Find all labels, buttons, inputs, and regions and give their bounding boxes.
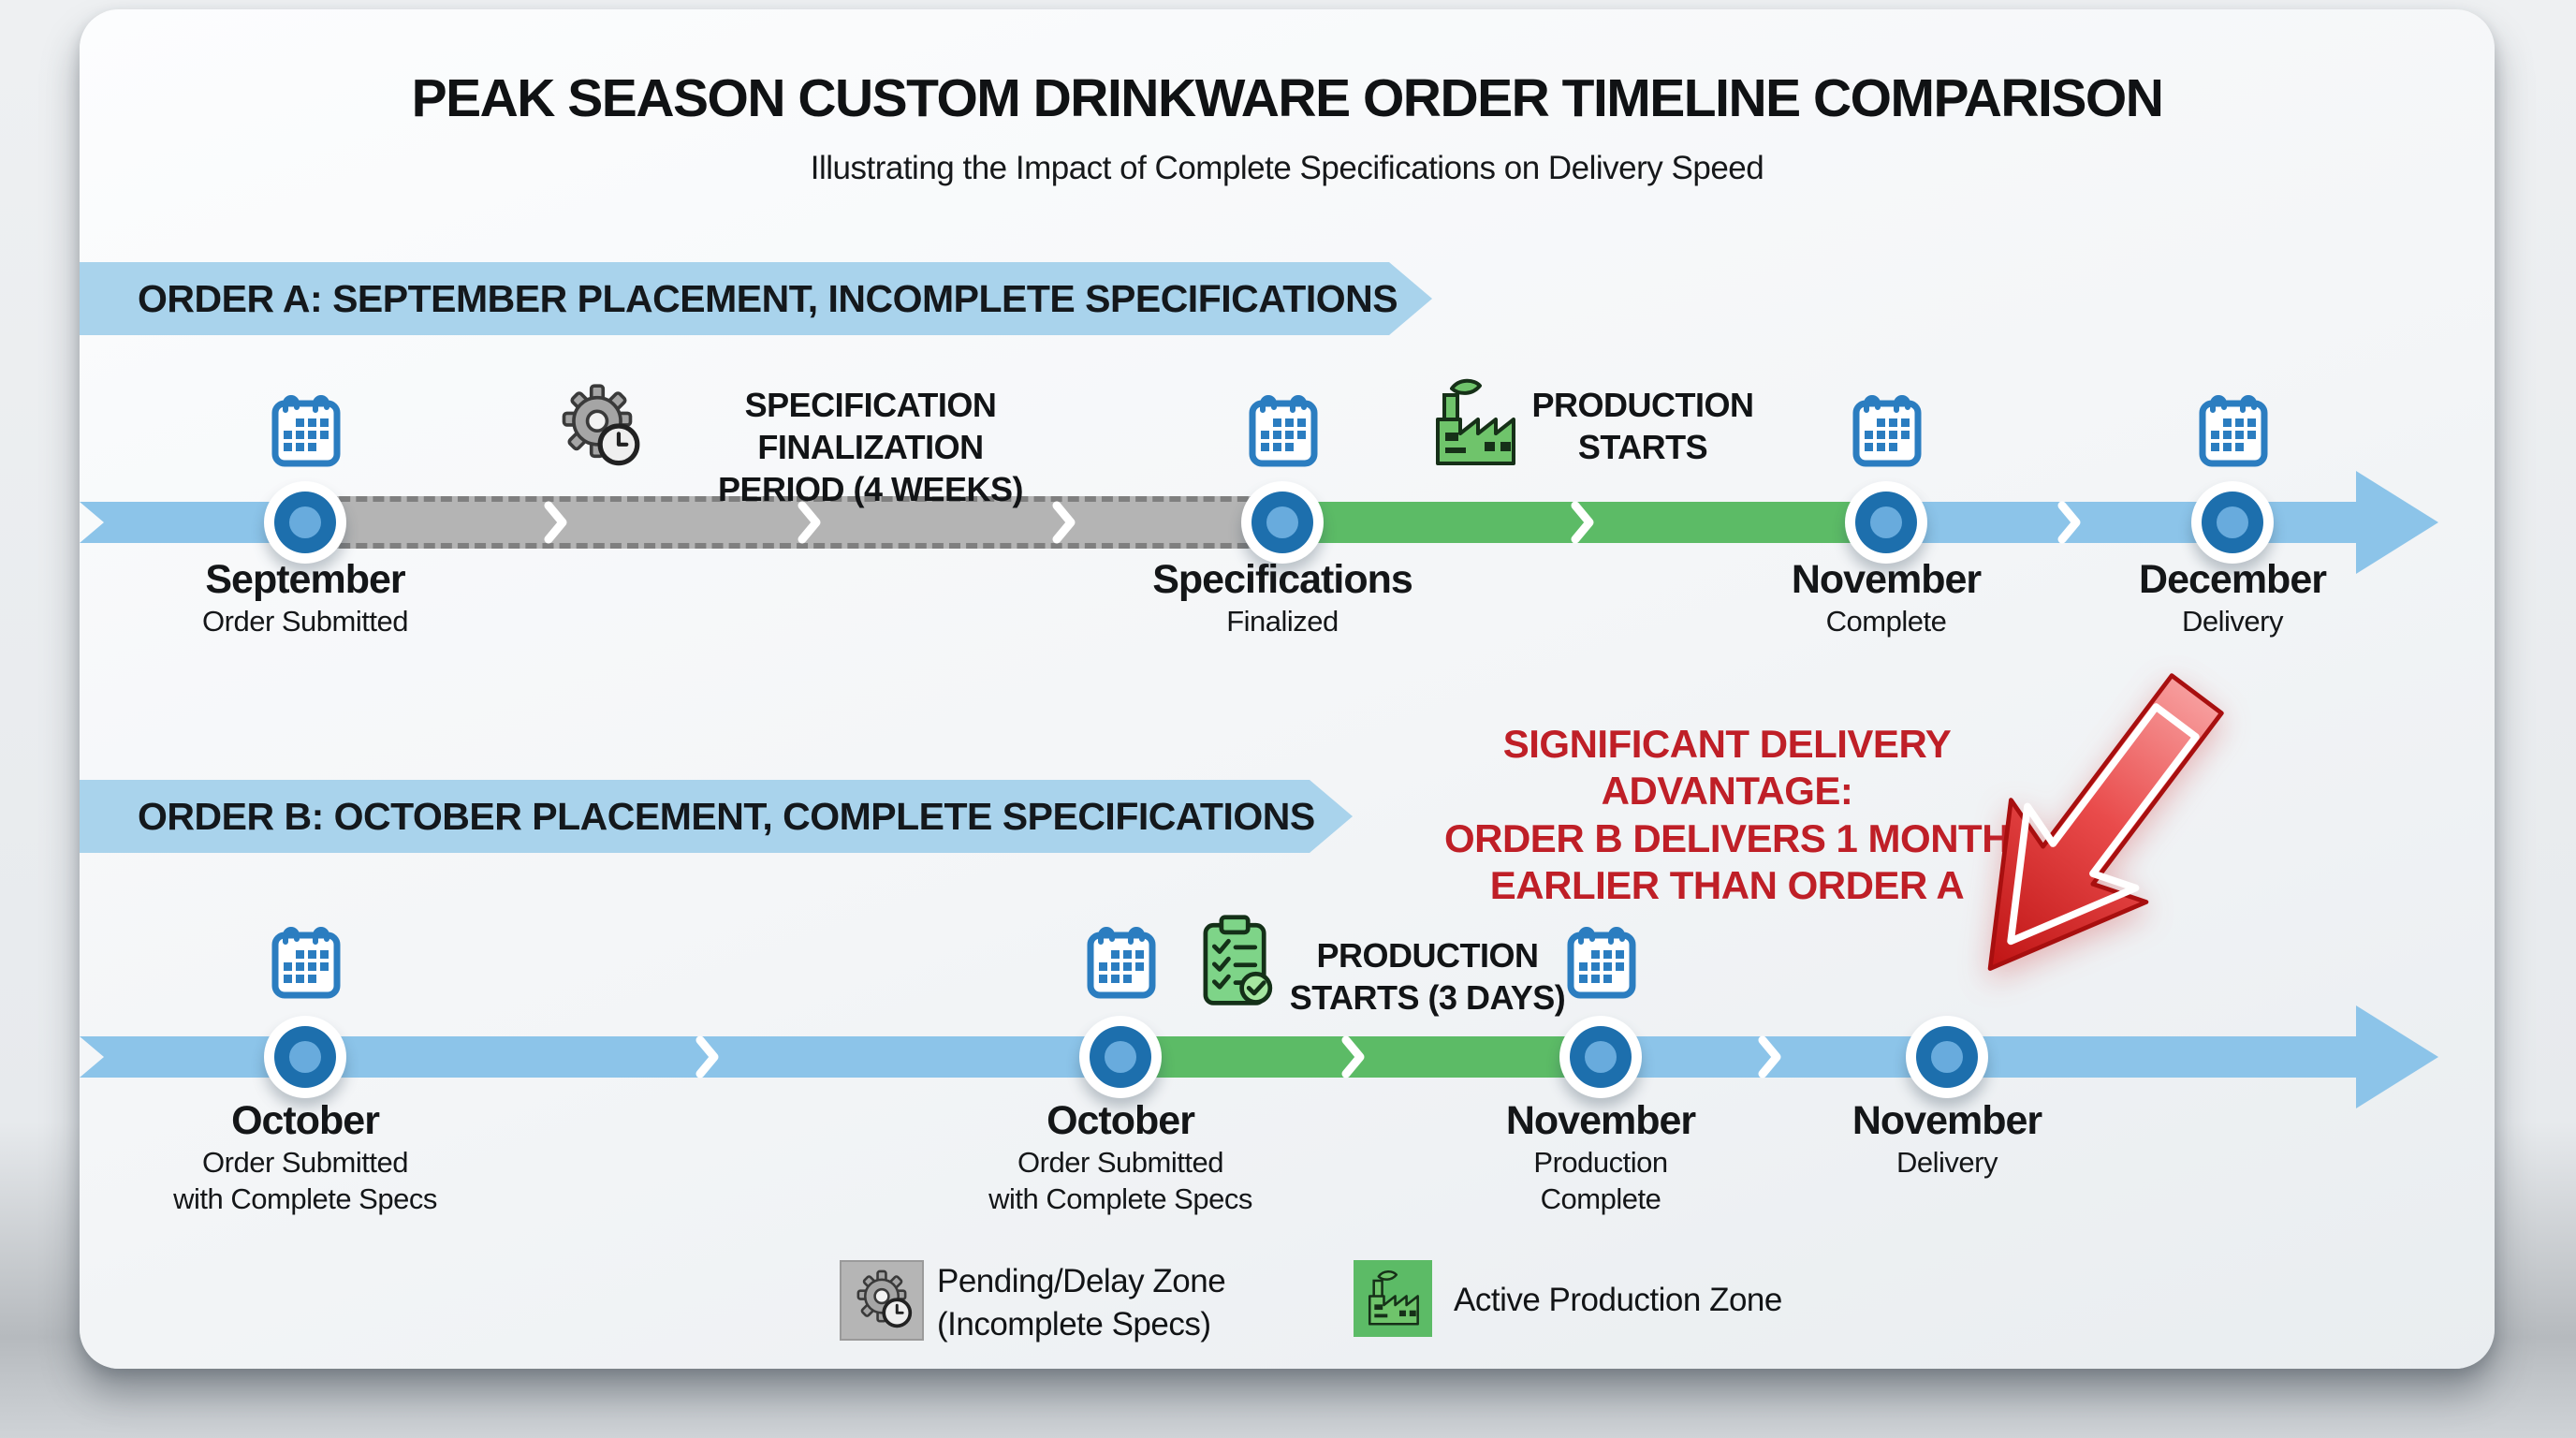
spec-finalization-line2: PERIOD (4 WEEKS) — [717, 470, 1024, 508]
clipboard-check-icon — [1192, 914, 1280, 1009]
production-starts-a-line2: STARTS — [1577, 428, 1708, 466]
chevron-right-icon — [695, 1035, 721, 1078]
milestone-sub2: with Complete Specs — [988, 1182, 1252, 1216]
milestone-label: November Complete — [1671, 557, 2101, 639]
chevron-right-icon — [2056, 501, 2083, 544]
spec-finalization-label: SPECIFICATION FINALIZATION PERIOD (4 WEE… — [655, 384, 1086, 510]
milestone-node — [1241, 481, 1324, 564]
milestone-node — [264, 1016, 346, 1098]
legend-pending-line1: Pending/Delay Zone — [937, 1263, 1226, 1299]
milestone-label: December Delivery — [2017, 557, 2448, 639]
milestone-sub: Delivery — [2182, 605, 2283, 638]
milestone-node — [1906, 1016, 1988, 1098]
milestone-label: November Production Complete — [1385, 1098, 1816, 1217]
legend-pending-label: Pending/Delay Zone (Incomplete Specs) — [937, 1260, 1226, 1345]
milestone-sub: Order Submitted — [202, 1146, 408, 1180]
production-starts-b-line2: STARTS (3 DAYS) — [1289, 978, 1566, 1017]
calendar-icon — [271, 391, 342, 470]
milestone-month: Specifications — [1152, 557, 1413, 602]
milestone-node — [1559, 1016, 1642, 1098]
milestone-node — [1079, 1016, 1162, 1098]
chevron-right-icon — [1570, 501, 1596, 544]
gear-clock-icon — [856, 1269, 913, 1328]
milestone-label: Specifications Finalized — [1067, 557, 1498, 639]
milestone-label: October Order Submitted with Complete Sp… — [905, 1098, 1336, 1217]
milestone-label: October Order Submitted with Complete Sp… — [90, 1098, 520, 1217]
milestone-month: October — [231, 1098, 380, 1143]
factory-icon — [1436, 378, 1515, 465]
milestone-month: November — [1505, 1098, 1696, 1143]
calendar-icon — [1086, 923, 1157, 1002]
order-b-banner: ORDER B: OCTOBER PLACEMENT, COMPLETE SPE… — [80, 780, 1353, 853]
milestone-sub2: Complete — [1540, 1182, 1661, 1216]
legend-pending-line2: (Incomplete Specs) — [937, 1305, 1211, 1343]
calendar-icon — [1566, 923, 1637, 1002]
milestone-sub: Delivery — [1896, 1146, 1998, 1180]
calendar-icon — [1852, 391, 1923, 470]
red-arrow-down-left-icon — [1987, 673, 2224, 971]
milestone-node — [1845, 481, 1927, 564]
milestone-month: November — [1791, 557, 1982, 602]
callout-line3: EARLIER THAN ORDER A — [1489, 863, 1965, 908]
callout-line1: SIGNIFICANT DELIVERY ADVANTAGE: — [1502, 722, 1952, 814]
calendar-icon — [1248, 391, 1319, 470]
milestone-sub: Order Submitted — [1017, 1146, 1223, 1180]
calendar-icon — [271, 923, 342, 1002]
milestone-node — [264, 481, 346, 564]
calendar-icon — [2198, 391, 2269, 470]
factory-icon — [1368, 1270, 1419, 1326]
production-starts-b-label: PRODUCTION STARTS (3 DAYS) — [1282, 934, 1573, 1019]
spec-finalization-line1: SPECIFICATION FINALIZATION — [744, 386, 997, 466]
production-starts-a-label: PRODUCTION STARTS — [1512, 384, 1774, 468]
page-title: PEAK SEASON CUSTOM DRINKWARE ORDER TIMEL… — [411, 68, 2164, 128]
chevron-right-icon — [1340, 1035, 1367, 1078]
milestone-month: November — [1852, 1098, 2042, 1143]
milestone-node — [2191, 481, 2274, 564]
chevron-right-icon — [543, 501, 569, 544]
timeline-a-arrowhead — [2356, 471, 2438, 574]
order-a-banner: ORDER A: SEPTEMBER PLACEMENT, INCOMPLETE… — [80, 262, 1432, 335]
milestone-label: September Order Submitted — [90, 557, 520, 639]
production-starts-a-line1: PRODUCTION — [1531, 386, 1755, 424]
page-subtitle: Illustrating the Impact of Complete Spec… — [810, 150, 1764, 186]
milestone-sub: Finalized — [1226, 605, 1339, 638]
chevron-right-icon — [1757, 1035, 1783, 1078]
gear-clock-icon — [552, 382, 642, 472]
legend-active-swatch — [1354, 1260, 1432, 1337]
callout-line2: ORDER B DELIVERS 1 MONTH — [1443, 815, 2011, 860]
production-starts-b-line1: PRODUCTION — [1316, 936, 1540, 975]
milestone-sub: Production — [1533, 1146, 1668, 1180]
infographic-card: PEAK SEASON CUSTOM DRINKWARE ORDER TIMEL… — [80, 9, 2495, 1369]
timeline-b-arrowhead — [2356, 1005, 2438, 1108]
milestone-label: November Delivery — [1732, 1098, 2162, 1181]
milestone-month: October — [1046, 1098, 1195, 1143]
milestone-sub: Order Submitted — [202, 605, 408, 638]
legend-pending-swatch — [840, 1260, 924, 1341]
delivery-advantage-callout: SIGNIFICANT DELIVERY ADVANTAGE: ORDER B … — [1418, 721, 2036, 910]
milestone-month: December — [2139, 557, 2327, 602]
milestone-sub: Complete — [1825, 605, 1947, 638]
legend-active-label: Active Production Zone — [1454, 1282, 1782, 1318]
milestone-sub2: with Complete Specs — [173, 1182, 437, 1216]
timeline-a-pending-zone — [305, 496, 1282, 549]
milestone-month: September — [205, 557, 405, 602]
